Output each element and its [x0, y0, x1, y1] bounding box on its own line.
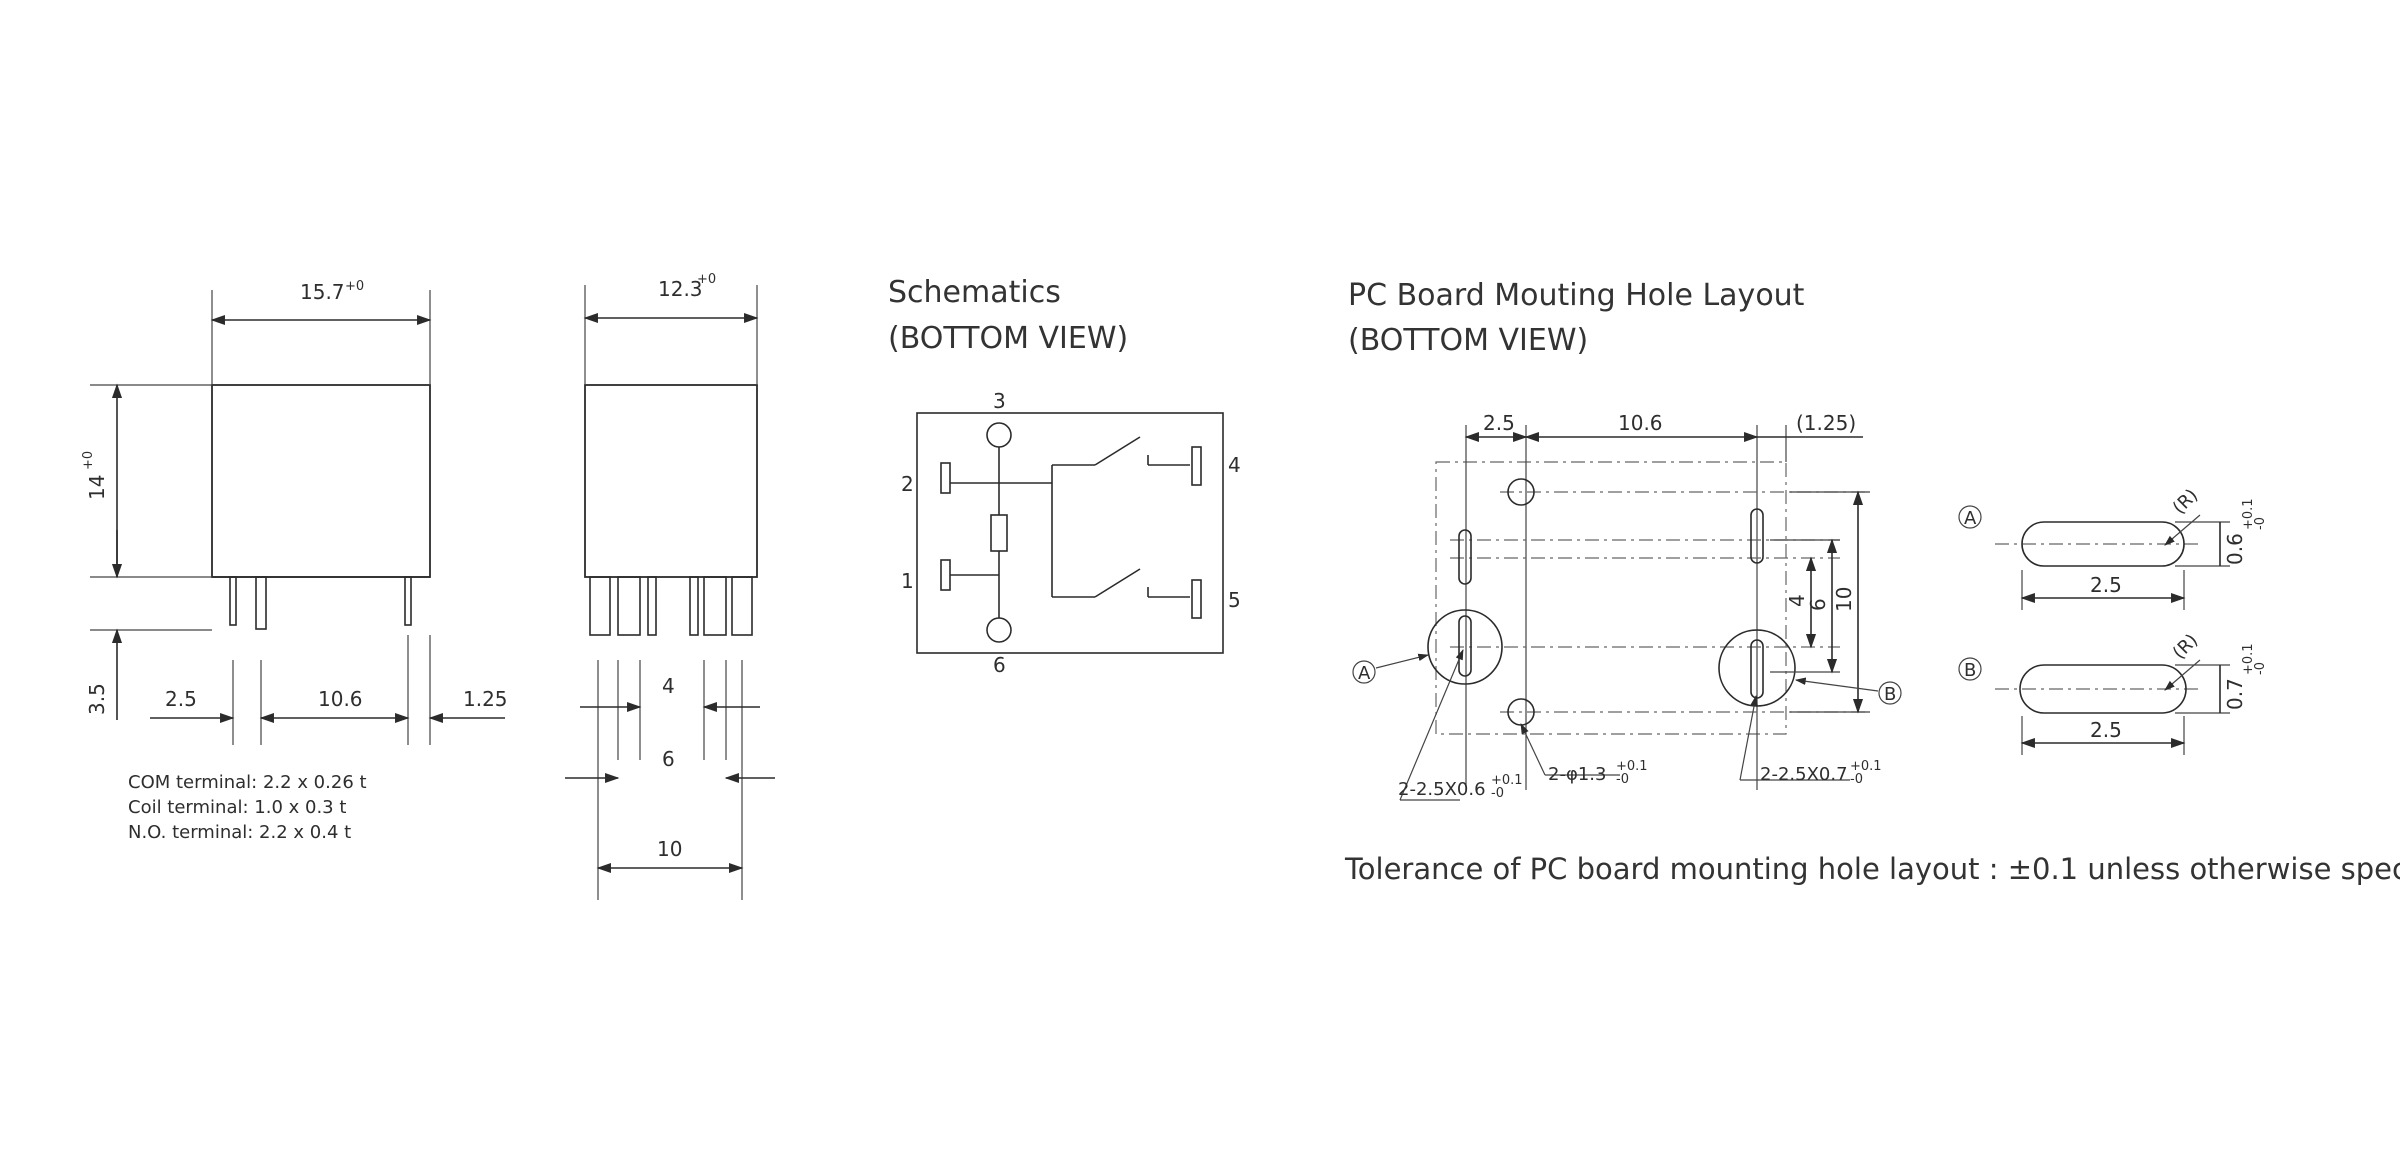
pin-label-6: 6 [993, 653, 1006, 677]
relay-body-side [584, 384, 758, 578]
front-view: 15.7 +0 14 +0 3.5 2.5 10.6 1.25 COM term… [81, 279, 508, 843]
pin-3-terminal [986, 422, 1012, 448]
tolerance-note: Tolerance of PC board mounting hole layo… [1344, 852, 2400, 886]
slot-a-shape [2021, 521, 2185, 567]
detail-a-marker: A [1964, 508, 1977, 529]
marker-a: A [1358, 663, 1371, 684]
detail-b-marker-circle [1958, 657, 1982, 681]
side-width-tol: +0 [697, 272, 716, 287]
hole-dim-top-mid: 10.6 [1618, 411, 1663, 435]
hole-dim-v-4: 4 [1785, 594, 1809, 607]
pin-label-4: 4 [1228, 453, 1241, 477]
callout-slot-b-tol-bot: -0 [1850, 772, 1863, 787]
pin-2-terminal [940, 462, 951, 494]
relay-body-front [211, 384, 431, 578]
callout-hole: 2-φ1.3 [1548, 764, 1606, 785]
coil-slot [1458, 529, 1472, 585]
front-pin [404, 576, 412, 626]
callout-hole-tol-bot: -0 [1616, 772, 1629, 787]
note-no-terminal: N.O. terminal: 2.2 x 0.4 t [128, 822, 351, 843]
mounting-hole [1507, 478, 1535, 506]
side-view: 12.3 +0 4 6 10 [565, 272, 775, 900]
coil-symbol [990, 514, 1008, 552]
pin-label-3: 3 [993, 389, 1006, 413]
slot-b-shape [2019, 664, 2187, 714]
slot-details: A 2.5 0.6 +0.1 -0 (R) B 2.5 0.7 +0.1 -0 … [1958, 485, 2268, 755]
no-slot [1750, 508, 1764, 564]
slot-a-tol-top: +0.1 [2241, 498, 2256, 530]
hole-dim-v-6: 6 [1806, 598, 1830, 611]
slot-b-width: 0.7 [2223, 678, 2247, 710]
front-pin-length-dim: 3.5 [85, 683, 109, 715]
side-dim-10: 10 [657, 837, 682, 861]
schematic-subtitle: (BOTTOM VIEW) [888, 321, 1128, 356]
front-width-dim: 15.7 [300, 280, 345, 304]
side-width-dim: 12.3 [658, 277, 703, 301]
slot-b-radius: (R) [2169, 630, 2203, 664]
callout-slot-a-tol-bot: -0 [1491, 786, 1504, 801]
pin-4-terminal [1191, 446, 1202, 486]
pin-6-terminal [986, 617, 1012, 643]
callout-slot-a-tol-top: +0.1 [1491, 773, 1523, 788]
slot-a-width: 0.6 [2223, 533, 2247, 565]
hole-dim-v-10: 10 [1832, 587, 1856, 612]
callout-hole-tol-top: +0.1 [1616, 759, 1648, 774]
slot-a-length: 2.5 [2090, 573, 2122, 597]
schematic-title: Schematics [888, 275, 1061, 310]
front-pin [255, 576, 267, 630]
pin-label-5: 5 [1228, 588, 1241, 612]
front-width-tol: +0 [345, 279, 364, 294]
note-com-terminal: COM terminal: 2.2 x 0.26 t [128, 772, 367, 793]
relay-footprint-outline [1435, 461, 1787, 735]
callout-slot-b-tol-top: +0.1 [1850, 759, 1882, 774]
side-dim-6: 6 [662, 747, 675, 771]
front-height-dim: 14 [85, 475, 109, 500]
marker-a-circle [1352, 660, 1376, 684]
com-pad-a [1427, 609, 1503, 685]
side-dim-4: 4 [662, 674, 675, 698]
pin-label-1: 1 [901, 569, 914, 593]
marker-b: B [1884, 684, 1896, 705]
marker-b-circle [1878, 681, 1902, 705]
callout-slot-b: 2-2.5X0.7 [1760, 764, 1848, 785]
pin-5-terminal [1191, 579, 1202, 619]
front-pitch-right: 1.25 [463, 687, 508, 711]
detail-a-marker-circle [1958, 505, 1982, 529]
pin-label-2: 2 [901, 472, 914, 496]
callout-slot-a: 2-2.5X0.6 [1398, 779, 1486, 800]
front-pin [229, 576, 237, 626]
schematic-outline [916, 412, 1224, 654]
front-pitch-mid: 10.6 [318, 687, 363, 711]
hole-layout-subtitle: (BOTTOM VIEW) [1348, 323, 1588, 358]
detail-b-marker: B [1964, 660, 1976, 681]
front-height-tol: +0 [81, 451, 96, 470]
slot-b-tol-bot: -0 [2253, 662, 2268, 675]
hole-dim-top-right: (1.25) [1796, 411, 1856, 435]
front-pitch-left: 2.5 [165, 687, 197, 711]
hole-layout-title: PC Board Mouting Hole Layout [1348, 278, 1805, 313]
hole-layout: PC Board Mouting Hole Layout (BOTTOM VIE… [1344, 278, 2400, 886]
slot-a-radius: (R) [2169, 485, 2203, 519]
slot-a-tol-bot: -0 [2253, 517, 2268, 530]
slot-b-length: 2.5 [2090, 718, 2122, 742]
hole-dim-top-left: 2.5 [1483, 411, 1515, 435]
pin-1-terminal [940, 559, 951, 591]
schematic: Schematics (BOTTOM VIEW) 3 2 1 6 4 5 [888, 275, 1241, 677]
slot-b-tol-top: +0.1 [2241, 643, 2256, 675]
note-coil-terminal: Coil terminal: 1.0 x 0.3 t [128, 797, 346, 818]
